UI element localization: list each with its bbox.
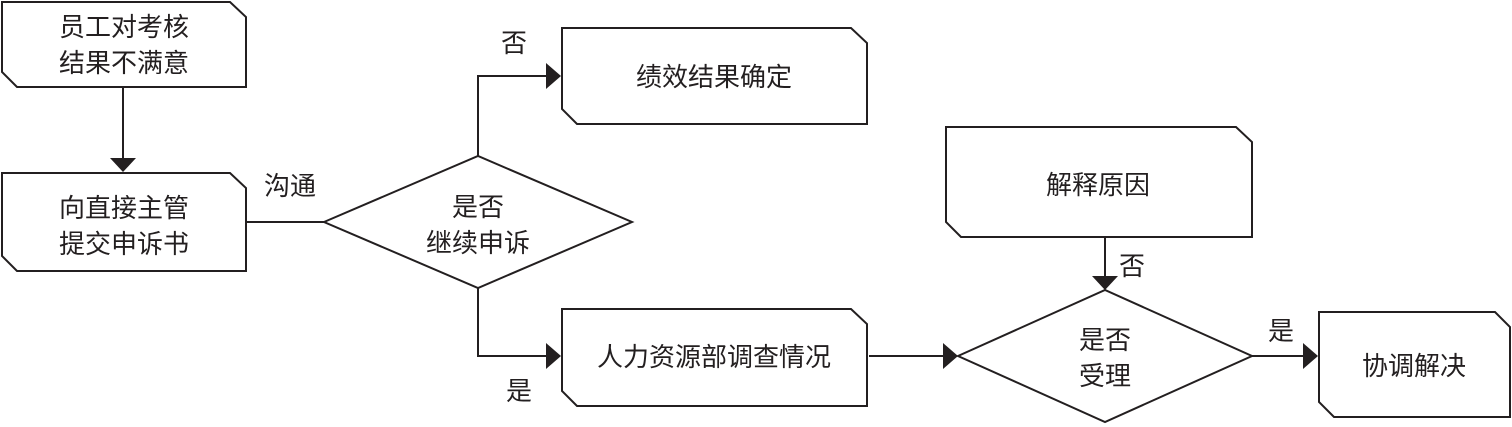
node-explain-reason: 解释原因 xyxy=(945,126,1253,238)
decision-continue-appeal: 是否 继续申诉 xyxy=(321,154,635,290)
node-hr-investigation: 人力资源部调查情况 xyxy=(561,308,868,407)
edge-continue-decision-to-hr xyxy=(477,288,561,369)
edge-complaint-to-submit xyxy=(110,87,136,172)
arrowhead-down xyxy=(1092,276,1118,290)
decision-continue-appeal-line1: 是否 xyxy=(452,193,504,223)
edge-label-no-accept: 否 xyxy=(1119,252,1145,282)
edge-accept-decision-to-resolve xyxy=(1252,343,1318,369)
node-hr-investigation-label: 人力资源部调查情况 xyxy=(597,343,831,373)
node-coordinate-resolve: 协调解决 xyxy=(1318,311,1511,418)
decision-accept-line1: 是否 xyxy=(1079,326,1131,356)
node-submit-appeal: 向直接主管 提交申诉书 xyxy=(1,172,247,272)
node-employee-dissatisfied: 员工对考核 结果不满意 xyxy=(1,1,247,88)
node-employee-dissatisfied-line2: 结果不满意 xyxy=(59,49,189,79)
node-employee-dissatisfied-line1: 员工对考核 xyxy=(59,13,189,43)
arrowhead-right xyxy=(546,343,561,369)
decision-accept-line2: 受理 xyxy=(1079,362,1131,392)
node-submit-appeal-line2: 提交申诉书 xyxy=(59,230,189,260)
arrowhead-right xyxy=(1303,343,1318,369)
edge-label-yes-accept: 是 xyxy=(1268,317,1294,347)
arrowhead-right xyxy=(546,63,561,89)
edge-continue-decision-to-confirmed xyxy=(477,63,561,156)
node-explain-reason-label: 解释原因 xyxy=(1046,171,1150,201)
node-coordinate-resolve-label: 协调解决 xyxy=(1362,352,1466,382)
edge-label-communicate: 沟通 xyxy=(264,172,316,202)
node-result-confirmed-label: 绩效结果确定 xyxy=(636,63,792,93)
edge-label-no-continue: 否 xyxy=(501,29,527,59)
decision-accept: 是否 受理 xyxy=(955,288,1255,424)
node-result-confirmed: 绩效结果确定 xyxy=(561,27,868,125)
edge-label-yes-continue: 是 xyxy=(506,377,532,407)
arrowhead-down xyxy=(110,158,136,172)
node-submit-appeal-line1: 向直接主管 xyxy=(59,194,189,224)
decision-continue-appeal-line2: 继续申诉 xyxy=(426,229,530,259)
edge-explain-to-accept-decision xyxy=(1092,237,1118,290)
arrowhead-right xyxy=(943,343,958,369)
edge-hr-to-accept-decision xyxy=(869,343,958,369)
